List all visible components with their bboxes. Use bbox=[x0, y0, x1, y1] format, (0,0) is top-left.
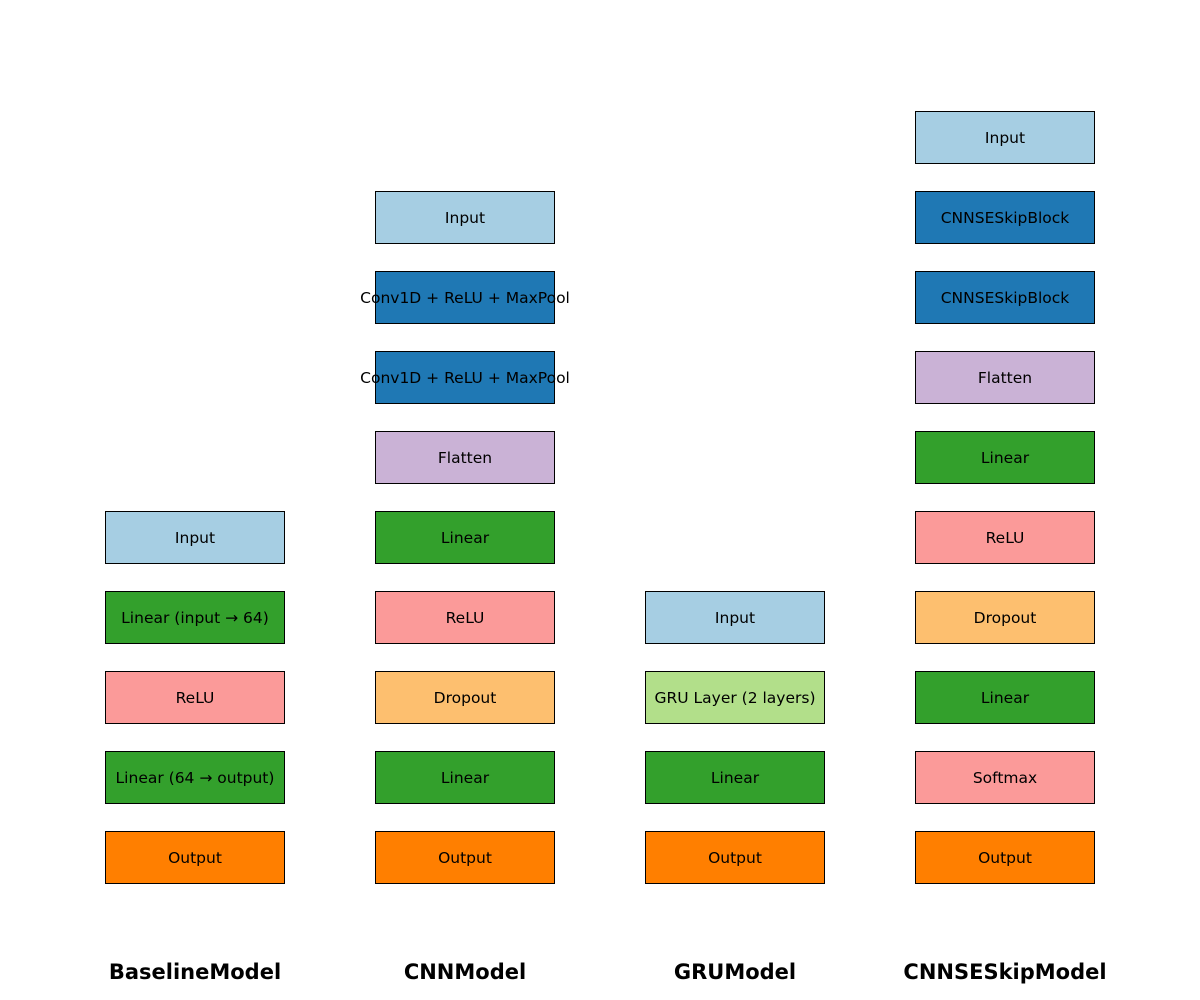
layer-box-input: Input bbox=[645, 591, 825, 644]
model-title: BaselineModel bbox=[108, 960, 282, 984]
layer-box-linear: Linear bbox=[645, 751, 825, 804]
layer-box-activation: ReLU bbox=[915, 511, 1095, 564]
layer-box-linear: Linear (input → 64) bbox=[105, 591, 285, 644]
layer-box-linear: Linear bbox=[375, 751, 555, 804]
layer-box-output: Output bbox=[375, 831, 555, 884]
layer-box-linear: Linear bbox=[915, 431, 1095, 484]
layer-box-activation: Softmax bbox=[915, 751, 1095, 804]
layer-box-linear: Linear bbox=[375, 511, 555, 564]
layer-box-linear: Linear (64 → output) bbox=[105, 751, 285, 804]
layer-box-activation: ReLU bbox=[105, 671, 285, 724]
layer-box-output: Output bbox=[105, 831, 285, 884]
layer-box-conv: Conv1D + ReLU + MaxPool bbox=[360, 271, 570, 324]
layer-box-dropout: Dropout bbox=[375, 671, 555, 724]
layer-box-input: Input bbox=[375, 191, 555, 244]
model-title: CNNModel bbox=[403, 960, 527, 984]
model-title: CNNSESkipModel bbox=[903, 960, 1107, 984]
layer-box-conv: CNNSESkipBlock bbox=[915, 191, 1095, 244]
layer-box-input: Input bbox=[105, 511, 285, 564]
layer-box-dropout: Dropout bbox=[915, 591, 1095, 644]
layer-box-output: Output bbox=[915, 831, 1095, 884]
layer-box-flatten: Flatten bbox=[915, 351, 1095, 404]
layer-box-activation: ReLU bbox=[375, 591, 555, 644]
layer-box-conv: CNNSESkipBlock bbox=[915, 271, 1095, 324]
layer-box-output: Output bbox=[645, 831, 825, 884]
layer-box-gru: GRU Layer (2 layers) bbox=[645, 671, 825, 724]
layer-box-input: Input bbox=[915, 111, 1095, 164]
layer-box-linear: Linear bbox=[915, 671, 1095, 724]
model-title: GRUModel bbox=[673, 960, 797, 984]
layer-box-conv: Conv1D + ReLU + MaxPool bbox=[360, 351, 570, 404]
layer-box-flatten: Flatten bbox=[375, 431, 555, 484]
